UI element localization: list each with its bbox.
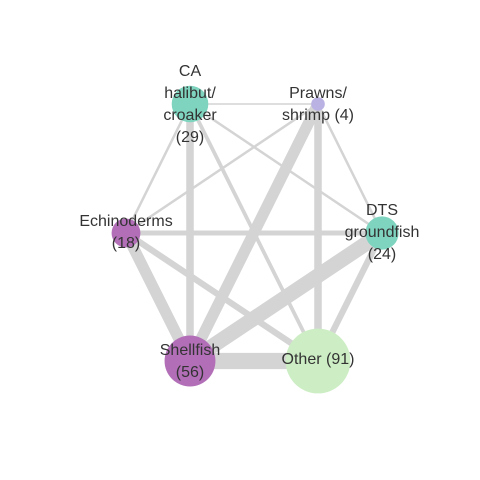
- node-label-prawns: Prawns/shrimp (4): [282, 83, 354, 127]
- nodes-layer: [111, 85, 399, 394]
- node-prawns: [311, 97, 325, 111]
- node-ca-halibut: [171, 85, 209, 123]
- node-label-line: halibut/: [164, 85, 216, 102]
- edge-prawns-echinoderms: [125, 102, 319, 235]
- node-label-line: Prawns/: [289, 85, 347, 102]
- node-label-other: Other (91): [282, 349, 355, 371]
- node-label-line: groundfish: [344, 224, 420, 241]
- node-label-line: shrimp (4): [281, 107, 355, 124]
- node-label-line: (24): [367, 246, 397, 263]
- node-label-line: Shellfish: [159, 342, 221, 359]
- node-echinoderms: [111, 218, 141, 248]
- edge-ca-halibut-echinoderms: [124, 103, 192, 234]
- node-label-line: croaker: [163, 107, 217, 124]
- node-label-line: (56): [175, 364, 205, 381]
- node-label-line: Echinoderms: [79, 213, 173, 230]
- node-shellfish: [164, 335, 216, 387]
- node-label-shellfish: Shellfish (56): [160, 340, 220, 384]
- node-label-line: CA: [178, 63, 202, 80]
- node-label-ca-halibut: CA halibut/croaker (29): [163, 61, 216, 149]
- node-label-echinoderms: Echinoderms (18): [79, 211, 172, 255]
- node-other: [285, 328, 351, 394]
- node-label-line: DTS: [366, 202, 398, 219]
- node-label-line: (18): [111, 235, 141, 252]
- node-label-dts: DTS groundfish (24): [345, 200, 420, 266]
- edge-echinoderms-other: [124, 230, 320, 364]
- edge-prawns-dts: [316, 103, 384, 234]
- node-label-line: Other (91): [281, 351, 355, 368]
- edge-dts-shellfish: [185, 226, 387, 368]
- node-label-line: (29): [175, 129, 205, 146]
- node-dts: [365, 216, 399, 250]
